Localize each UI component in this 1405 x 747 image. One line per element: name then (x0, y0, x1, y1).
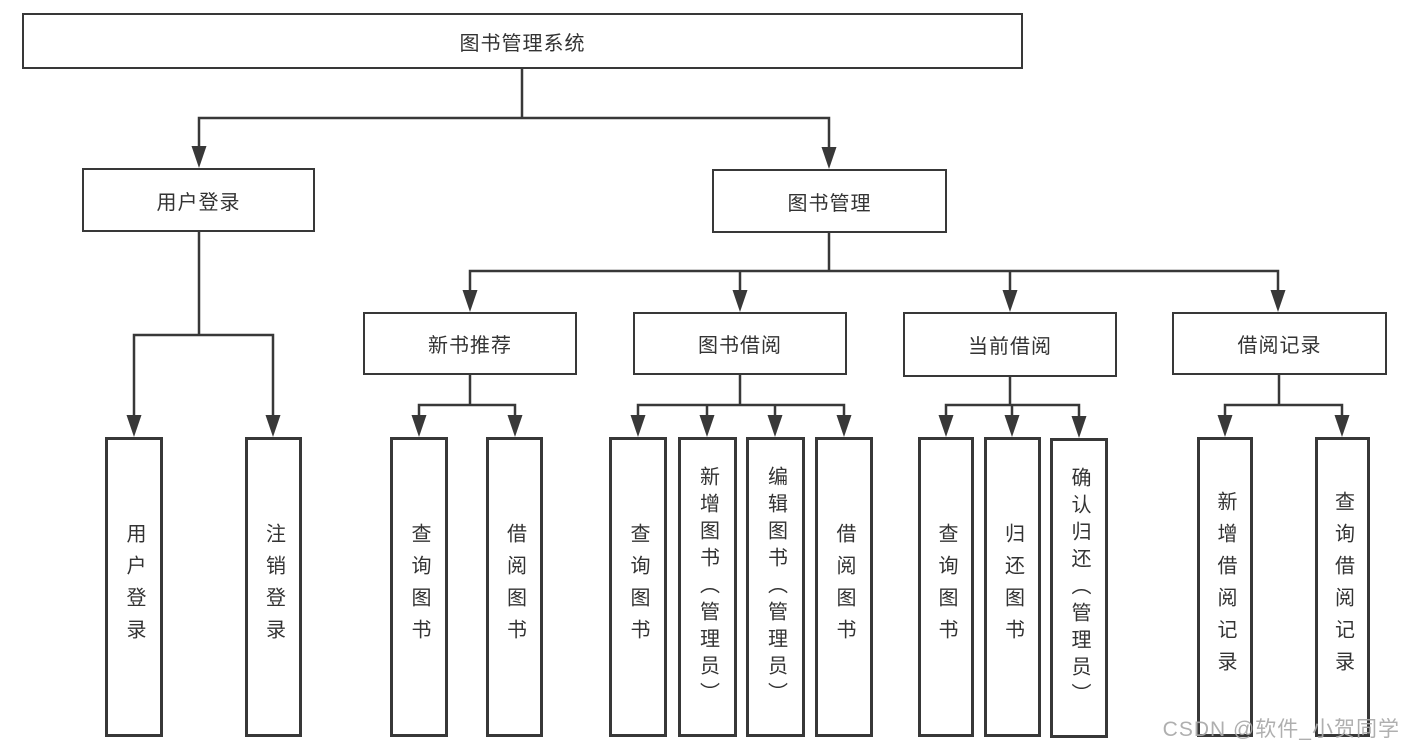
edge-newbook-to-leaves (411, 375, 523, 437)
edge-currentborrow-to-leaves (938, 377, 1087, 438)
leaf-return-book: 归还图书 (984, 437, 1041, 737)
leaf-query-books-3: 查询图书 (918, 437, 974, 737)
arrow-down-icon (507, 415, 523, 437)
arrow-down-icon (411, 415, 427, 437)
arrow-down-icon (462, 290, 478, 312)
leaf-borrow-books-1-label: 借阅图书 (503, 523, 526, 651)
arrow-down-icon (1217, 415, 1233, 437)
arrow-down-icon (821, 147, 837, 169)
leaf-logout-label: 注销登录 (262, 523, 285, 651)
arrow-down-icon (1334, 415, 1350, 437)
leaf-user-login-label: 用户登录 (123, 523, 145, 651)
node-book-management: 图书管理 (712, 169, 947, 233)
arrow-down-icon (938, 415, 954, 437)
leaf-return-book-label: 归还图书 (1001, 523, 1024, 651)
leaf-add-book-admin-label: 新增图书（管理员） (696, 465, 719, 709)
leaf-logout: 注销登录 (245, 437, 302, 737)
arrow-down-icon (126, 415, 142, 437)
leaf-confirm-return-admin-label: 确认归还（管理员） (1068, 466, 1090, 710)
leaf-add-borrow-record-label: 新增借阅记录 (1214, 491, 1236, 683)
node-borrow-records: 借阅记录 (1172, 312, 1387, 375)
leaf-edit-book-admin-label: 编辑图书（管理员） (764, 465, 787, 709)
leaf-edit-book-admin: 编辑图书（管理员） (746, 437, 805, 737)
leaf-add-borrow-record: 新增借阅记录 (1197, 437, 1253, 737)
edge-bookborrow-to-leaves (630, 375, 852, 437)
leaf-borrow-books-2: 借阅图书 (815, 437, 873, 737)
arrow-down-icon (265, 415, 281, 437)
arrow-down-icon (1002, 290, 1018, 312)
arrow-down-icon (836, 415, 852, 437)
arrow-down-icon (767, 415, 783, 437)
edge-userlogin-to-leaves (126, 232, 281, 437)
leaf-query-books-2: 查询图书 (609, 437, 667, 737)
leaf-confirm-return-admin: 确认归还（管理员） (1050, 438, 1108, 738)
leaf-user-login: 用户登录 (105, 437, 163, 737)
arrow-down-icon (732, 290, 748, 312)
arrow-down-icon (191, 146, 207, 168)
arrow-down-icon (1270, 290, 1286, 312)
arrow-down-icon (1071, 416, 1087, 438)
node-current-borrow: 当前借阅 (903, 312, 1117, 377)
node-book-borrow: 图书借阅 (633, 312, 847, 375)
leaf-query-books-1: 查询图书 (390, 437, 448, 737)
leaf-query-borrow-record-label: 查询借阅记录 (1331, 491, 1354, 683)
arrow-down-icon (699, 415, 715, 437)
leaf-borrow-books-2-label: 借阅图书 (833, 523, 855, 651)
edge-root-to-level2 (191, 69, 837, 169)
leaf-add-book-admin: 新增图书（管理员） (678, 437, 737, 737)
edge-borrowrecords-to-leaves (1217, 375, 1350, 437)
leaf-borrow-books-1: 借阅图书 (486, 437, 543, 737)
node-library-system: 图书管理系统 (22, 13, 1023, 69)
node-user-login: 用户登录 (82, 168, 315, 232)
leaf-query-books-1-label: 查询图书 (408, 523, 430, 651)
arrow-down-icon (630, 415, 646, 437)
edge-bookmgmt-to-level3 (462, 233, 1286, 312)
leaf-query-borrow-record: 查询借阅记录 (1315, 437, 1370, 737)
arrow-down-icon (1004, 415, 1020, 437)
leaf-query-books-3-label: 查询图书 (935, 523, 957, 651)
node-new-book-recommend: 新书推荐 (363, 312, 577, 375)
csdn-watermark: CSDN @软件_小贺同学 (1162, 718, 1400, 741)
leaf-query-books-2-label: 查询图书 (627, 523, 649, 651)
